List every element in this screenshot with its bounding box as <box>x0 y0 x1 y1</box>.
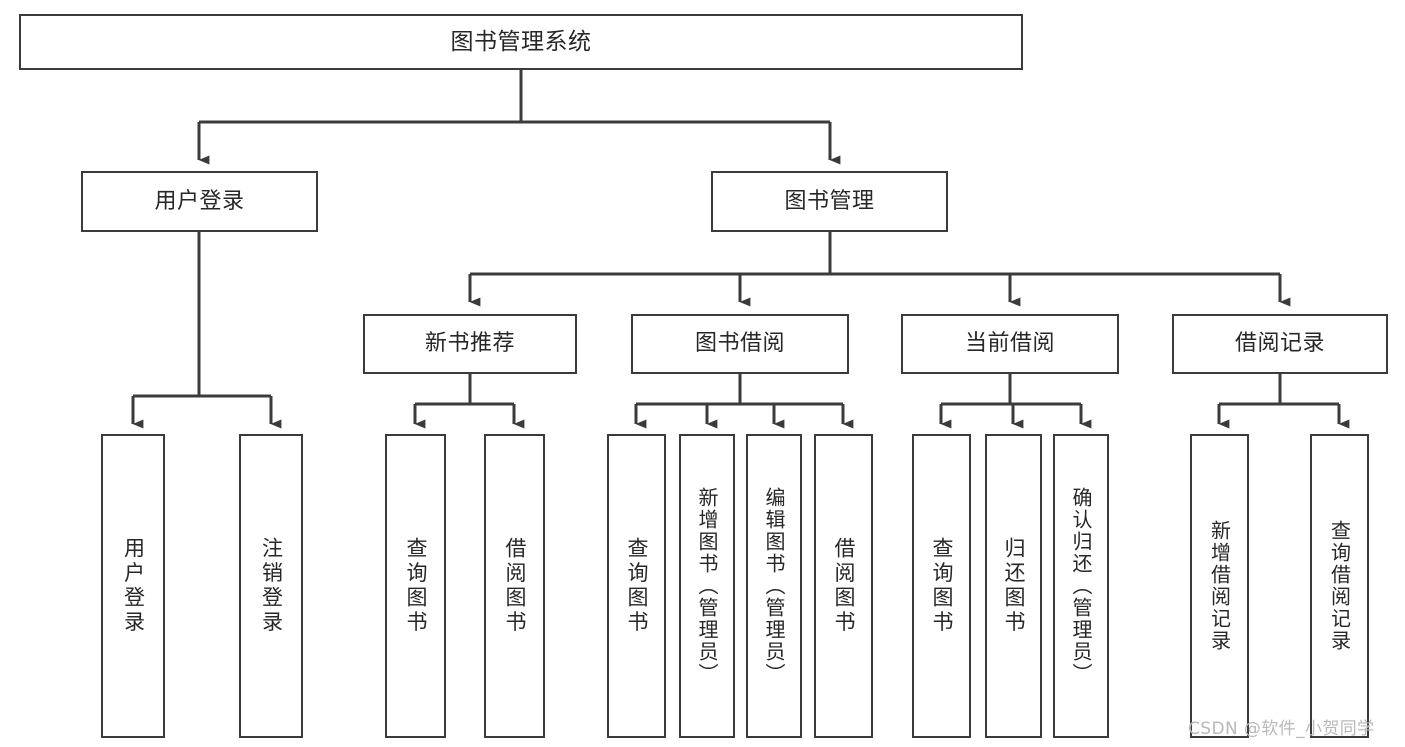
node-label: 当前借阅 <box>964 331 1055 357</box>
leaf-user-login[interactable]: 用户登录 <box>101 434 165 738</box>
node-current-borrow[interactable]: 当前借阅 <box>901 314 1119 374</box>
node-label: 用户登录 <box>121 537 146 635</box>
leaf-borrow-book-recommend[interactable]: 借阅图书 <box>484 434 545 738</box>
node-label: 用户登录 <box>154 188 245 214</box>
leaf-query-book-borrow[interactable]: 查询图书 <box>607 434 666 738</box>
node-label: 借阅记录 <box>1234 331 1325 357</box>
leaf-query-book-recommend[interactable]: 查询图书 <box>385 434 446 738</box>
leaf-user-logout[interactable]: 注销登录 <box>239 434 303 738</box>
node-new-book-recommend[interactable]: 新书推荐 <box>363 314 577 374</box>
node-label: 查询图书 <box>404 537 428 635</box>
node-user-login[interactable]: 用户登录 <box>81 171 318 232</box>
node-book-management[interactable]: 图书管理 <box>711 171 948 232</box>
node-label: 查询借阅记录 <box>1327 520 1352 652</box>
leaf-confirm-return-admin[interactable]: 确认归还（管理员） <box>1053 434 1109 738</box>
leaf-add-borrow-record[interactable]: 新增借阅记录 <box>1190 434 1249 738</box>
leaf-return-book[interactable]: 归还图书 <box>985 434 1042 738</box>
node-borrow-records[interactable]: 借阅记录 <box>1172 314 1388 374</box>
node-label: 查询图书 <box>625 537 649 635</box>
watermark-text: CSDN @软件_小贺同学 <box>1188 719 1375 739</box>
node-label: 图书借阅 <box>694 331 785 357</box>
node-label: 新增图书（管理员） <box>695 487 719 685</box>
node-label: 编辑图书（管理员） <box>762 487 786 685</box>
leaf-borrow-book[interactable]: 借阅图书 <box>814 434 873 738</box>
node-label: 新增借阅记录 <box>1207 520 1232 652</box>
node-label: 确认归还（管理员） <box>1069 487 1093 685</box>
leaf-edit-book-admin[interactable]: 编辑图书（管理员） <box>746 434 802 738</box>
node-label: 图书管理系统 <box>450 28 592 55</box>
leaf-query-borrow-record[interactable]: 查询借阅记录 <box>1310 434 1369 738</box>
node-label: 归还图书 <box>1002 537 1026 635</box>
node-label: 借阅图书 <box>832 537 856 635</box>
leaf-query-book-current[interactable]: 查询图书 <box>912 434 971 738</box>
leaf-add-book-admin[interactable]: 新增图书（管理员） <box>679 434 735 738</box>
node-label: 新书推荐 <box>424 331 515 357</box>
node-label: 图书管理 <box>784 188 875 214</box>
node-label: 注销登录 <box>259 537 284 635</box>
node-label: 查询图书 <box>930 537 954 635</box>
node-label: 借阅图书 <box>503 537 527 635</box>
node-root-system[interactable]: 图书管理系统 <box>19 14 1023 70</box>
node-book-borrow[interactable]: 图书借阅 <box>631 314 849 374</box>
